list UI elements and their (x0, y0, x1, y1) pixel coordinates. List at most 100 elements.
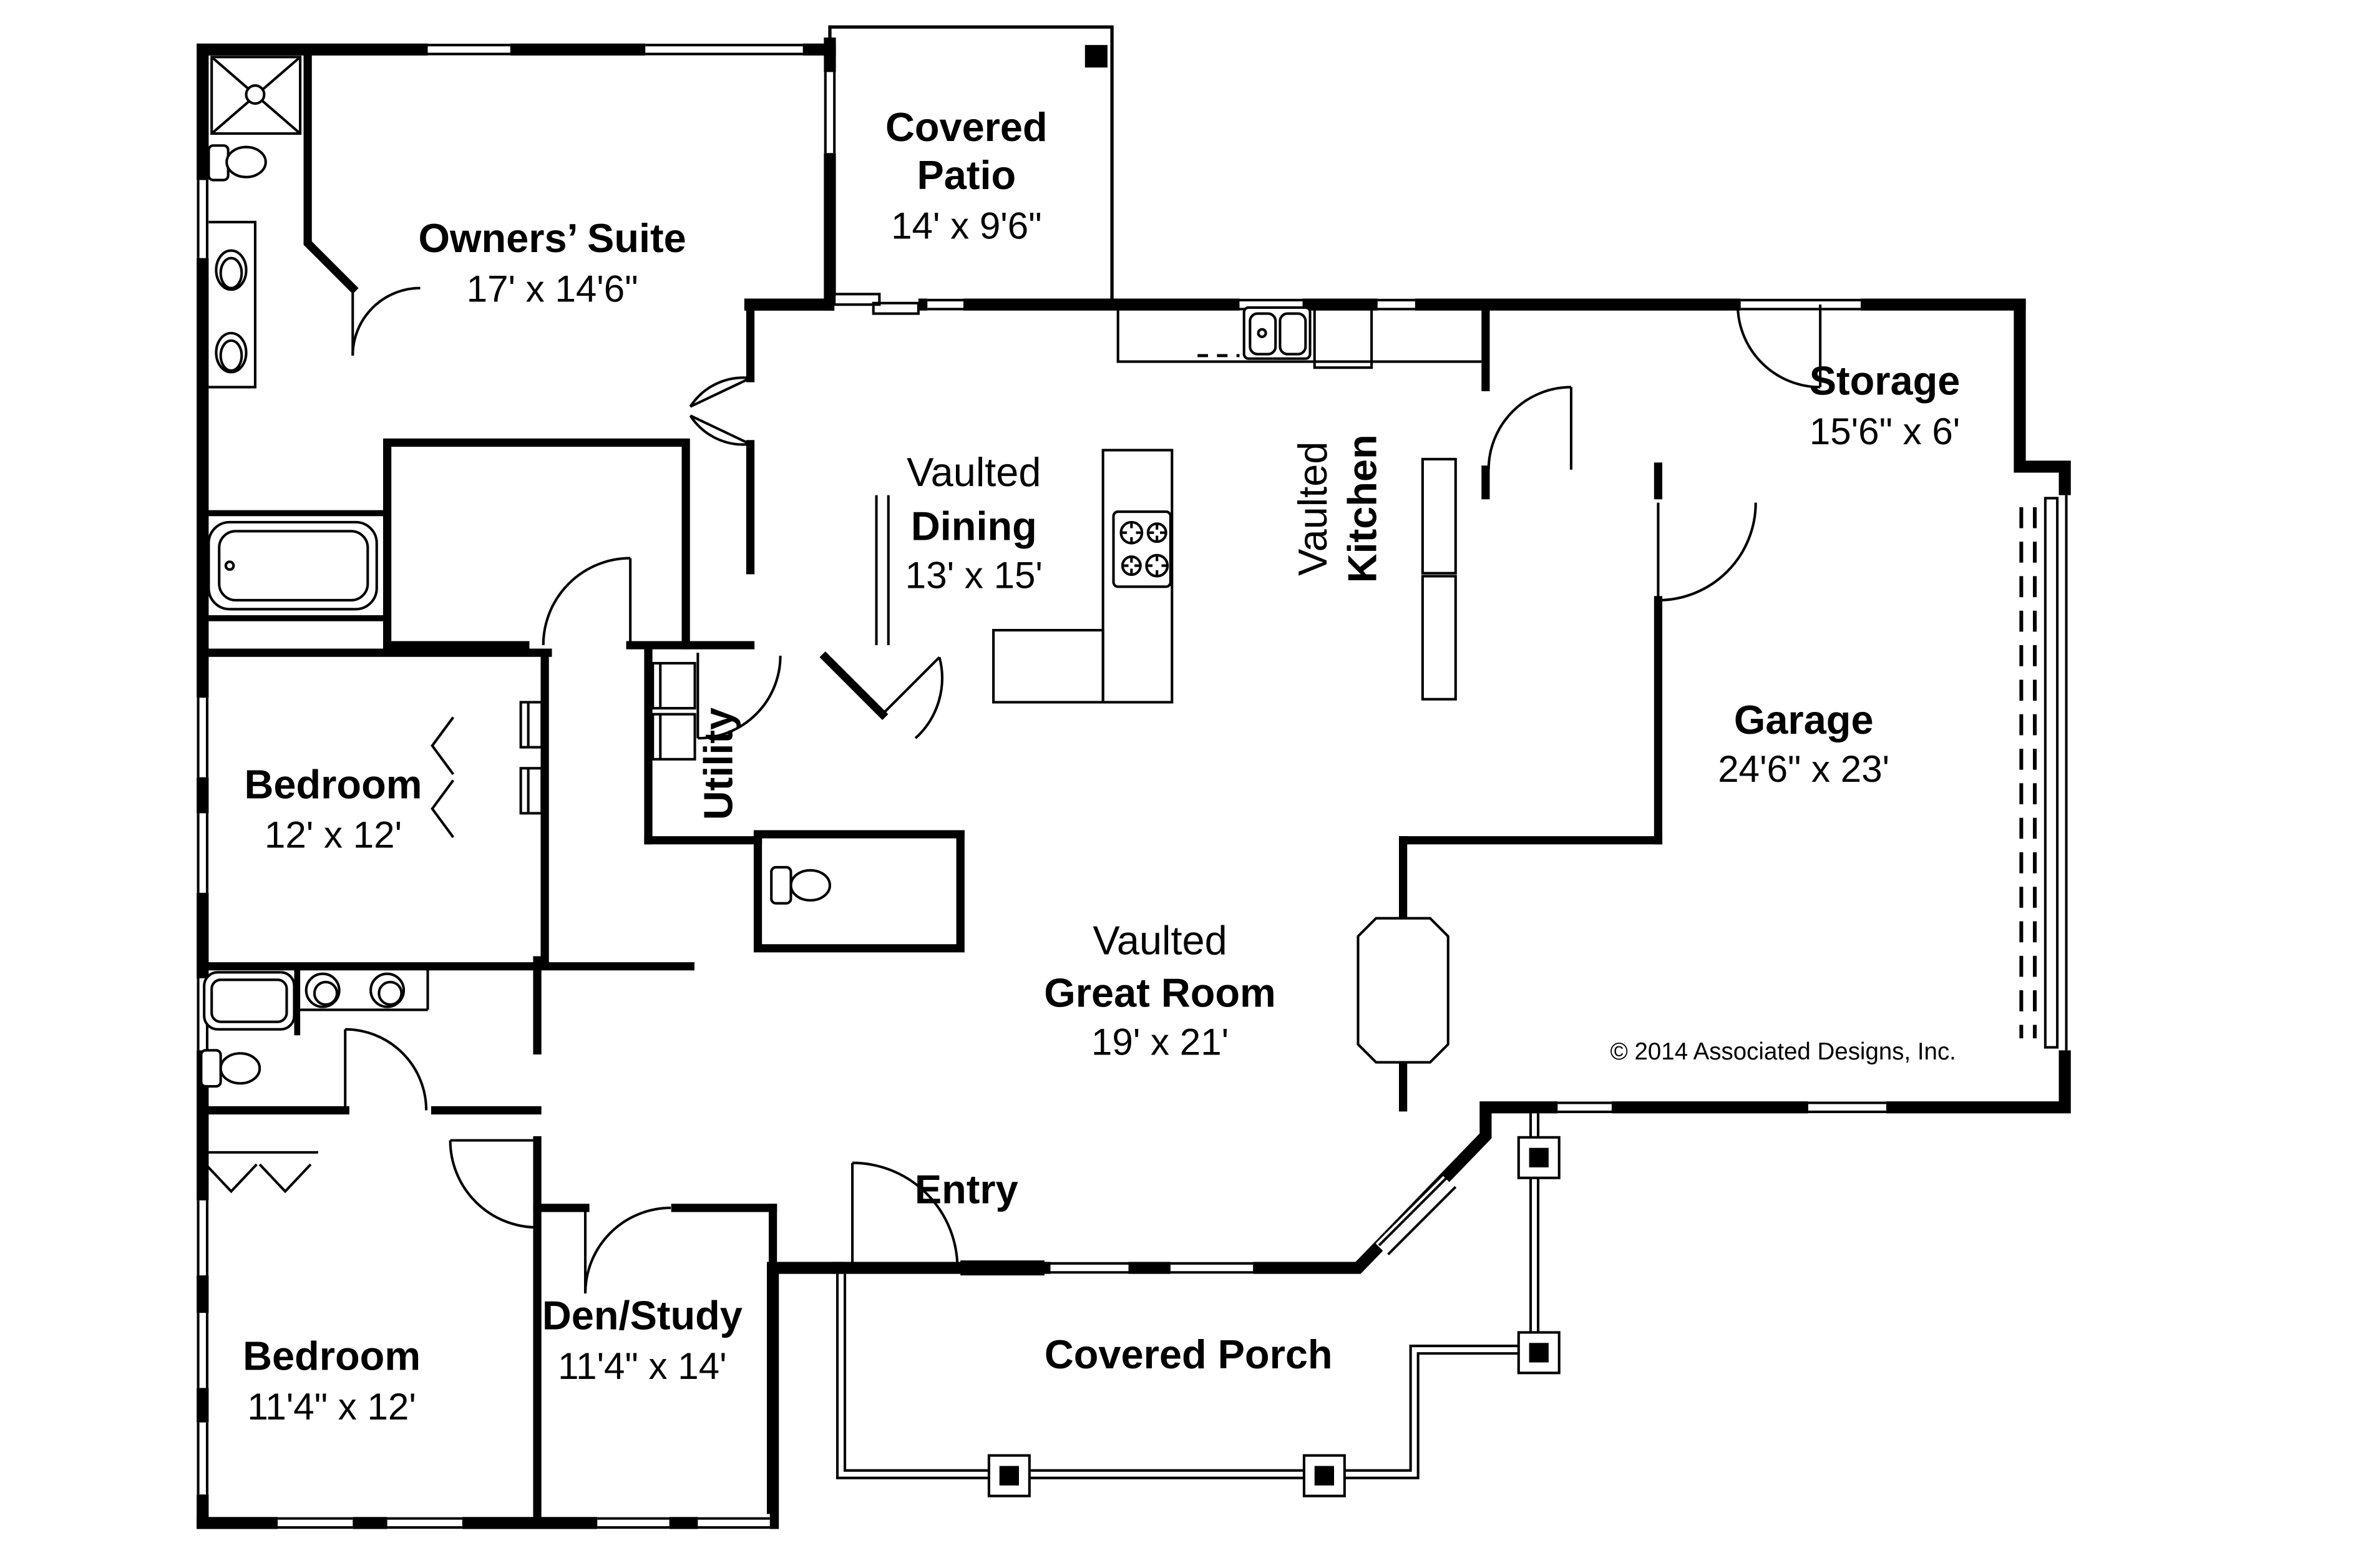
label-dining-prefix: Vaulted (907, 449, 1041, 495)
porch-post (1302, 1454, 1346, 1497)
door-arc (1736, 304, 1822, 389)
window (597, 1514, 670, 1532)
refrigerator (1313, 306, 1373, 369)
sliding-door (833, 293, 920, 315)
bifold-door (431, 779, 455, 839)
bathtub (203, 971, 296, 1031)
door-arc (344, 1028, 428, 1111)
shower (210, 56, 302, 135)
utility-appliances (651, 661, 696, 761)
dining-cabinet (875, 495, 890, 646)
label-patio-dims: 14' x 9'6" (891, 205, 1041, 246)
window (193, 698, 212, 777)
window (1557, 1098, 1612, 1117)
bedroom-closet (431, 701, 543, 839)
label-entry: Entry (915, 1167, 1018, 1212)
window (1050, 1259, 1129, 1277)
label-den-study: Den/Study (542, 1293, 743, 1338)
bifold-door (431, 716, 455, 776)
label-great-room: Great Room (1044, 970, 1275, 1016)
toilet (200, 1049, 261, 1088)
owners-bath-fixtures (207, 56, 378, 611)
label-storage-dims: 15'6" x 6' (1810, 411, 1960, 452)
door-arc (449, 1139, 538, 1229)
label-utility: Utility (696, 708, 741, 820)
interior-walls (198, 45, 1663, 1527)
label-owners-suite-dims: 17' x 14'6" (467, 268, 638, 309)
bifold-door (205, 1163, 258, 1194)
window (821, 72, 839, 153)
label-bedroom-left: Bedroom (245, 761, 422, 807)
window (193, 1200, 212, 1276)
closet-shelf (519, 701, 543, 815)
door-arc (583, 1206, 671, 1293)
door-arc (542, 557, 632, 646)
window (193, 813, 212, 893)
vanity-sinks (208, 220, 257, 389)
kitchen-island (992, 449, 1174, 704)
kitchen-counter (1116, 310, 1486, 363)
label-kitchen: Kitchen (1339, 434, 1385, 583)
label-covered-porch: Covered Porch (1045, 1332, 1333, 1377)
label-bedroom-lower-dims: 11'4" x 12' (247, 1386, 416, 1428)
door-arc (351, 286, 421, 356)
label-kitchen-prefix: Vaulted (1290, 442, 1335, 576)
fireplace (1357, 917, 1449, 1064)
door-leaf (881, 656, 943, 739)
label-owners-suite: Owners’ Suite (418, 215, 686, 261)
label-den-study-dims: 11'4" x 14' (558, 1345, 726, 1387)
doors (344, 286, 1822, 1293)
double-sink (297, 969, 429, 1011)
bathtub (207, 520, 378, 611)
label-bedroom-lower: Bedroom (243, 1333, 421, 1379)
room-labels: Owners’ Suite 17' x 14'6" Covered Patio … (243, 104, 1960, 1428)
window (1375, 1176, 1457, 1257)
label-patio-2: Patio (917, 152, 1016, 198)
porch-post (987, 1454, 1031, 1497)
label-bedroom-left-dims: 12' x 12' (265, 814, 402, 856)
bifold-door (258, 1163, 312, 1194)
door-arc (1487, 386, 1573, 470)
window (387, 1514, 462, 1532)
window (698, 1514, 770, 1532)
window (1377, 295, 1415, 314)
windows (193, 40, 1886, 1532)
window (645, 40, 803, 59)
porch-posts (987, 1136, 1561, 1497)
patio-post (1084, 45, 1108, 68)
window (193, 180, 212, 258)
cooktop (1112, 510, 1172, 588)
garage-door (2019, 495, 2075, 1051)
door-arc (1657, 502, 1757, 601)
window (427, 40, 510, 59)
window (193, 1313, 212, 1388)
label-garage: Garage (1734, 697, 1874, 743)
kitchen-sink (1242, 306, 1312, 360)
label-garage-dims: 24'6" x 23' (1718, 748, 1889, 790)
window (1170, 1259, 1254, 1277)
pantry-cabinet (1421, 457, 1457, 701)
window (927, 295, 964, 314)
porch-post (1517, 1331, 1561, 1375)
label-dining: Dining (911, 504, 1037, 549)
hall-bath-fixtures (200, 969, 429, 1088)
toilet (207, 144, 267, 182)
entry-door-arc (851, 1161, 959, 1269)
label-great-room-dims: 19' x 21' (1091, 1021, 1229, 1063)
window (1808, 1098, 1886, 1117)
copyright-text: © 2014 Associated Designs, Inc. (1610, 1038, 1956, 1065)
kitchen-fixtures (875, 306, 1486, 704)
door-arc (696, 653, 782, 740)
label-dining-dims: 13' x 15' (905, 555, 1043, 597)
window (278, 1514, 353, 1532)
window (193, 1422, 212, 1495)
label-great-room-prefix: Vaulted (1093, 917, 1227, 963)
label-storage: Storage (1810, 358, 1961, 403)
toilet (770, 865, 832, 905)
double-door (689, 376, 751, 446)
label-patio-1: Covered (885, 104, 1048, 150)
powder-room-fixtures (770, 865, 832, 905)
window (1740, 295, 1861, 314)
